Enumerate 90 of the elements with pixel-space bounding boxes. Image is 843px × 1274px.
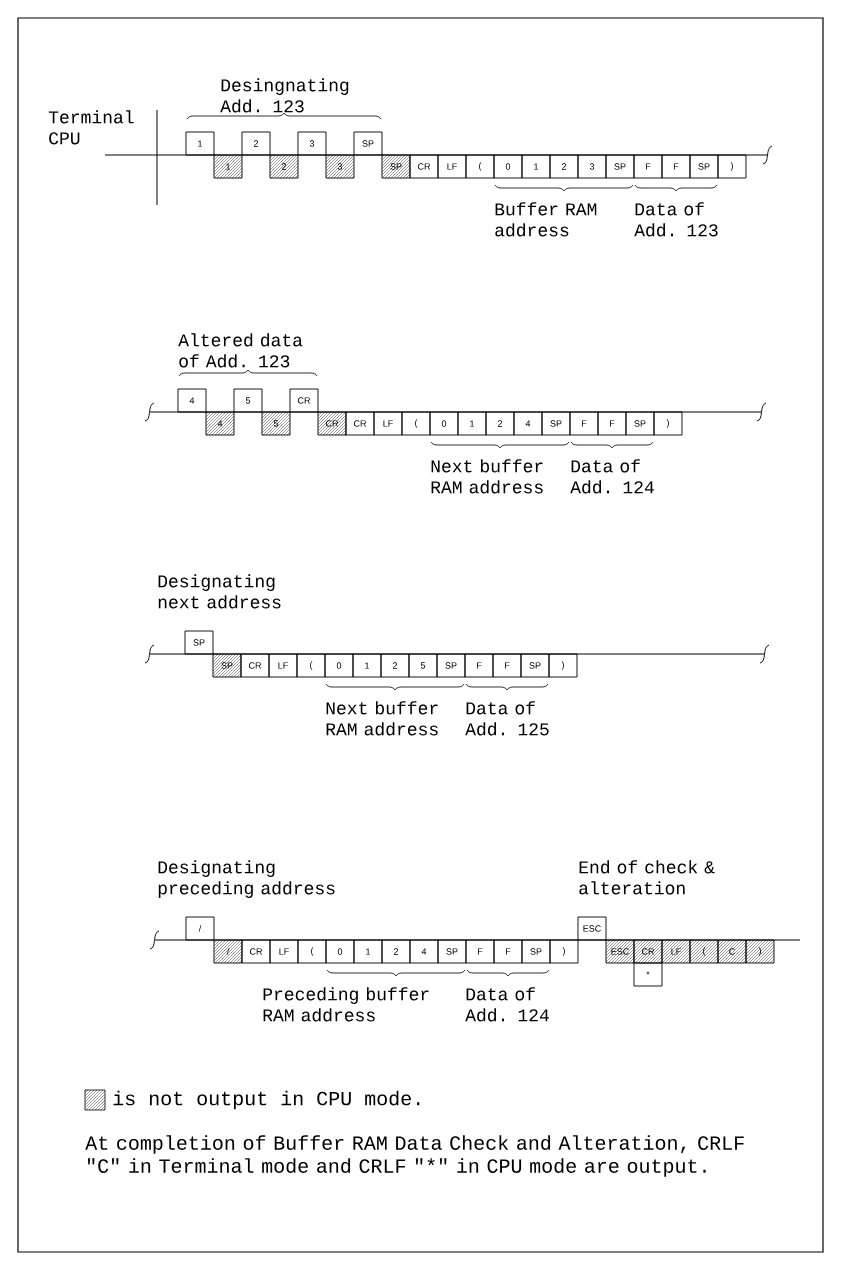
annotation-label: Designating preceding address: [158, 860, 335, 898]
data-cell: F: [597, 411, 627, 436]
data-cell: SP: [436, 653, 466, 678]
hatched-cell: CR: [317, 411, 347, 436]
hatched-cell: CR: [633, 939, 663, 964]
annotation-label: Data of Add. 125: [465, 701, 549, 736]
data-cell: ): [653, 411, 683, 436]
annotation-label: Terminal CPU: [48, 110, 134, 145]
data-cell: CR: [240, 653, 270, 678]
annotation-label: Next buffer RAM address: [431, 459, 543, 494]
data-cell: 0: [325, 939, 355, 964]
data-cell: SP: [520, 653, 550, 678]
hatched-cell: 4: [205, 411, 235, 436]
hatched-cell: ESC: [605, 939, 635, 964]
data-cell: 0: [429, 411, 459, 436]
data-cell: SP: [689, 154, 719, 179]
data-cell: (: [401, 411, 431, 436]
data-cell: F: [633, 154, 663, 179]
hatched-cell: SP: [381, 154, 411, 179]
legend-text: is not output in CPU mode.: [113, 1090, 420, 1110]
hatched-cell: 3: [325, 154, 355, 179]
data-cell: 2: [549, 154, 579, 179]
data-cell: F: [493, 939, 523, 964]
data-cell: CR: [409, 154, 439, 179]
data-cell: F: [464, 653, 494, 678]
data-cell: 3: [297, 131, 327, 156]
data-cell: F: [465, 939, 495, 964]
data-cell: (: [465, 154, 495, 179]
data-cell: SP: [353, 131, 383, 156]
hatched-cell: 2: [269, 154, 299, 179]
data-cell: 3: [577, 154, 607, 179]
data-cell: SP: [541, 411, 571, 436]
data-cell: CR: [345, 411, 375, 436]
data-cell: CR: [241, 939, 271, 964]
data-cell: 2: [381, 939, 411, 964]
hatched-cell: /: [213, 939, 243, 964]
data-cell: SP: [437, 939, 467, 964]
annotation-label: End of check & alteration: [579, 860, 715, 895]
data-cell: 0: [493, 154, 523, 179]
annotation-label: Data of Add. 124: [465, 987, 549, 1022]
data-cell: SP: [625, 411, 655, 436]
annotation-label: Next buffer RAM address: [326, 701, 438, 736]
hatched-cell: 1: [213, 154, 243, 179]
data-cell: F: [661, 154, 691, 179]
hatched-cell: LF: [661, 939, 691, 964]
annotation-label: Preceding buffer RAM address: [263, 987, 429, 1022]
data-cell: 4: [513, 411, 543, 436]
data-cell: SP: [184, 630, 214, 655]
data-cell: 1: [352, 653, 382, 678]
data-cell: SP: [521, 939, 551, 964]
annotation-label: Buffer RAM address: [495, 202, 597, 237]
data-cell: F: [492, 653, 522, 678]
data-cell: ESC: [577, 916, 607, 941]
data-cell: ): [548, 653, 578, 678]
data-cell: 0: [324, 653, 354, 678]
hatched-cell: C: [717, 939, 747, 964]
annotation-label: Altered data of Add. 123: [178, 333, 303, 368]
note-text: At completion of Buffer RAM Data Check and Alteration, CRLF "C" in Terminal mode and CRLF "*" in CPU mode are output.: [85, 1135, 744, 1177]
data-cell: /: [185, 916, 215, 941]
hatched-cell: 5: [261, 411, 291, 436]
annotation-label: Designating next address: [158, 574, 281, 609]
data-cell: 1: [353, 939, 383, 964]
data-cell: 1: [185, 131, 215, 156]
data-cell: ): [549, 939, 579, 964]
data-cell: LF: [437, 154, 467, 179]
data-cell: 1: [457, 411, 487, 436]
annotation-label: Data of Add. 124: [570, 459, 654, 494]
data-cell: LF: [268, 653, 298, 678]
hatched-cell: ): [745, 939, 775, 964]
data-cell: 4: [177, 388, 207, 413]
hatched-cell: (: [689, 939, 719, 964]
data-cell: F: [569, 411, 599, 436]
annotation-label: Data of Add. 123: [634, 202, 718, 237]
annotation-label: Desingnating Add. 123: [220, 78, 349, 113]
data-cell: SP: [605, 154, 635, 179]
data-cell: (: [296, 653, 326, 678]
data-cell: (: [297, 939, 327, 964]
data-cell: LF: [269, 939, 299, 964]
data-cell: 2: [380, 653, 410, 678]
hatched-cell: SP: [212, 653, 242, 678]
data-cell: 2: [485, 411, 515, 436]
data-cell: 2: [241, 131, 271, 156]
data-cell: *: [633, 962, 663, 987]
data-cell: ): [717, 154, 747, 179]
data-cell: LF: [373, 411, 403, 436]
data-cell: 5: [233, 388, 263, 413]
data-cell: CR: [289, 388, 319, 413]
data-cell: 5: [408, 653, 438, 678]
data-cell: 1: [521, 154, 551, 179]
data-cell: 4: [409, 939, 439, 964]
